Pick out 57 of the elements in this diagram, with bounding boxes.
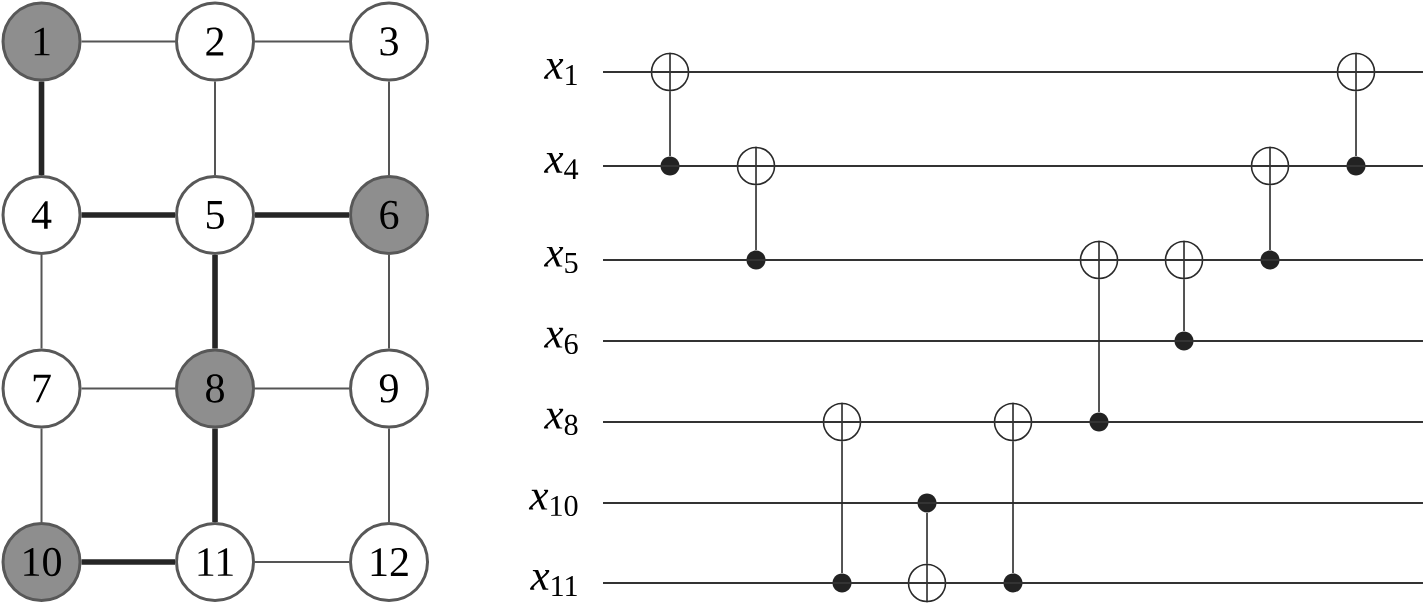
connector-line <box>388 427 390 523</box>
connector-line <box>255 212 349 218</box>
connector-line <box>254 561 350 563</box>
control-dot <box>1089 412 1109 432</box>
connector-line <box>212 255 218 349</box>
control-dot <box>832 573 852 593</box>
target-symbol <box>992 401 1034 443</box>
connector-line <box>388 254 390 350</box>
control-line <box>669 90 671 157</box>
wire-label: x$_{11}$ <box>530 570 577 596</box>
target-symbol <box>649 51 691 93</box>
control-dot <box>917 493 937 513</box>
connector-line <box>212 428 218 522</box>
control-line <box>1098 278 1100 413</box>
control-dot <box>746 250 766 270</box>
control-line <box>926 512 928 565</box>
control-line <box>1012 440 1014 574</box>
wire-line <box>602 582 1423 584</box>
connector-line <box>81 559 175 565</box>
connector-line <box>38 81 45 175</box>
control-line <box>1183 278 1185 332</box>
wire-line <box>602 340 1423 342</box>
wire-label: x$_{4}$ <box>543 153 579 179</box>
wire-line <box>602 259 1423 261</box>
target-symbol <box>1335 51 1377 93</box>
wire-label: x$_{1}$ <box>543 59 577 85</box>
connector-line <box>81 212 175 218</box>
target-symbol <box>1078 239 1120 281</box>
connector-line <box>40 254 43 350</box>
target-symbol <box>735 145 777 187</box>
control-line <box>755 184 757 251</box>
control-line <box>1269 184 1271 251</box>
connector-line <box>80 387 176 390</box>
control-dot <box>1003 573 1023 593</box>
control-dot <box>1174 331 1194 351</box>
wire-label: x$_{5}$ <box>543 246 578 274</box>
target-symbol <box>821 401 863 443</box>
connector-line <box>388 80 390 176</box>
wire-label: x$_{6}$ <box>543 327 578 355</box>
wire-label: x$_{10}$ <box>528 489 578 517</box>
control-dot <box>1260 250 1280 270</box>
wire-line <box>602 71 1423 73</box>
target-symbol <box>1163 239 1205 281</box>
control-dot <box>660 156 680 176</box>
wire-line <box>602 502 1423 504</box>
wire-line <box>602 421 1423 423</box>
target-symbol <box>1249 145 1291 187</box>
connector-line <box>254 387 350 390</box>
control-line <box>841 440 843 574</box>
control-dot <box>1346 156 1366 176</box>
connector-line <box>80 40 176 43</box>
connector-line <box>214 80 216 176</box>
connector-line <box>254 40 350 43</box>
wire-line <box>602 165 1423 167</box>
connector-line <box>40 427 43 523</box>
wire-label: x$_{8}$ <box>543 408 578 436</box>
control-line <box>1355 90 1357 157</box>
